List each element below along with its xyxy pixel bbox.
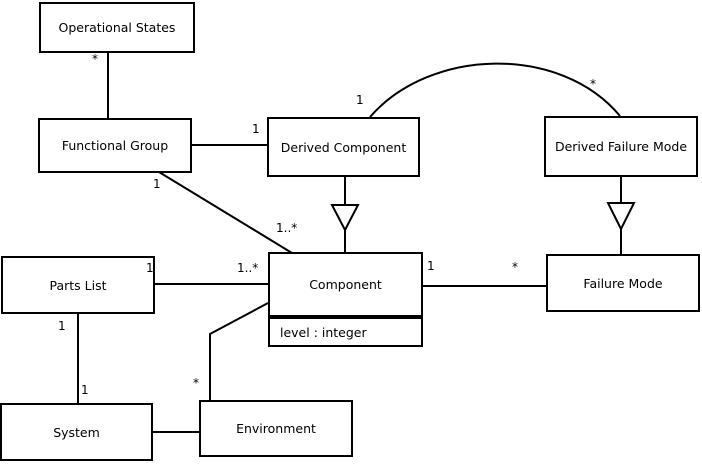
hollow-triangle-icon [606,202,636,232]
multiplicity-functional-group-diagonal: 1 [153,177,161,191]
class-component-name: Component [270,254,421,317]
class-component-attribute: level : integer [270,317,421,345]
multiplicity-arc-derived-failure-mode: * [590,77,596,91]
multiplicity-component-from-parts-list: 1..* [237,261,259,275]
edge-functional-group-component [158,171,293,254]
multiplicity-component-from-functional-group: 1..* [276,221,298,235]
multiplicity-derived-component-assoc: 1 [252,122,260,136]
multiplicity-parts-list: 1 [146,261,154,275]
class-functional-group[interactable]: Functional Group [38,118,192,173]
multiplicity-operational-states: * [92,52,98,66]
class-environment[interactable]: Environment [199,400,353,457]
edge-arc-derived-component-derived-failure-mode [369,62,621,118]
class-parts-list[interactable]: Parts List [1,256,155,314]
multiplicity-component-to-failure-mode: 1 [427,259,435,273]
multiplicity-system: 1 [81,383,89,397]
class-component[interactable]: Component level : integer [268,252,423,347]
edge-environment-component [209,302,269,400]
multiplicity-parts-list-to-system: 1 [58,319,66,333]
class-failure-mode[interactable]: Failure Mode [546,254,700,312]
hollow-triangle-icon [330,204,360,233]
multiplicity-failure-mode: * [512,260,518,274]
multiplicity-arc-derived-component: 1 [356,93,364,107]
class-derived-failure-mode[interactable]: Derived Failure Mode [544,116,698,177]
multiplicity-environment: * [193,376,199,390]
class-operational-states[interactable]: Operational States [39,2,195,53]
class-system[interactable]: System [0,403,153,461]
class-derived-component[interactable]: Derived Component [267,117,420,177]
